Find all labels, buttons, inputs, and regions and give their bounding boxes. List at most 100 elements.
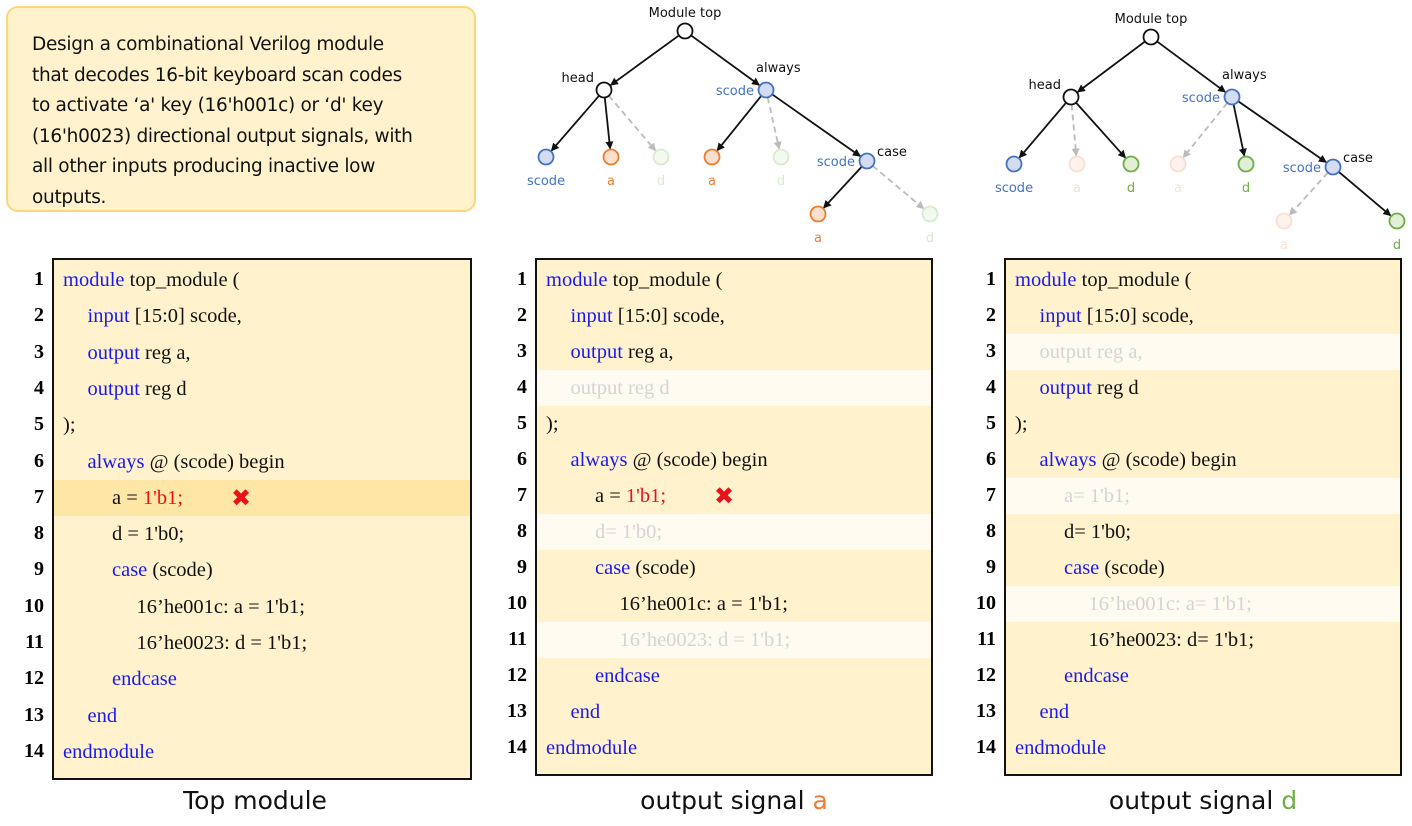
caption-text: Top module [183,786,327,815]
tree-node-head [1062,88,1080,106]
code-keyword: endcase [112,668,177,691]
code-line-pruned: output reg a, [1006,334,1400,370]
tree-edge [603,97,614,150]
line-number: 11 [508,628,527,650]
code-text: [15:0] scode, [612,305,725,327]
code-text: d = 1'b0; [112,523,185,546]
tree-edge [1156,40,1226,93]
tree-case-scode-label: scode [1283,161,1321,176]
line-number: 6 [986,448,996,470]
tree-leaf-label: d [777,174,785,189]
tree-leaf-scode [537,148,555,166]
tree-root-label: Module top [649,6,722,21]
code-text: d= 1'b0; [595,521,663,543]
code-line-highlighted: a = 1'b1;✖ [54,479,470,517]
prompt-line: Design a combinational Verilog module [32,34,384,55]
tree-node-head [595,81,613,99]
code-keyword: input [570,305,613,327]
code-line: output reg a, [54,335,470,371]
prompt-line: to activate ‘a' key (16'h001c) or ‘d' ke… [32,95,384,116]
line-number: 13 [507,700,527,722]
code-text: top_module ( [124,269,240,291]
code-line: always @ (scode) begin [1006,442,1400,478]
line-number: 1 [986,268,996,290]
code-text: d= 1'b0; [1064,521,1132,543]
code-line-pruned: a= 1'b1; [1006,478,1400,514]
line-number: 4 [34,376,44,399]
code-keyword: endmodule [1015,737,1107,759]
line-number: 14 [507,736,527,758]
line-number: 4 [517,376,527,398]
code-line-pruned: d= 1'b0; [537,514,931,550]
line-number: 8 [517,520,527,542]
tree-leaf-label: scode [527,174,565,189]
tree-edge [1018,102,1067,159]
tree-node-case [1324,158,1342,176]
code-text: 16’he0023: d= 1'b1; [1088,629,1255,651]
tree-edge [1232,104,1247,157]
prompt-line: (16'h0023) directional output signals, w… [32,125,413,147]
code-line: endcase [1006,658,1400,694]
code-keyword: output [570,341,623,363]
line-number: 14 [24,739,44,762]
tree-leaf-d [1388,212,1406,230]
tree-case-label: case [877,145,907,160]
line-number: 4 [986,376,996,398]
code-text: a = [112,486,143,509]
tree-node-root [1142,28,1160,46]
prompt-line: all other inputs producing inactive low [32,156,376,177]
tree-leaf-a [703,148,721,166]
tree-edge [1075,101,1126,159]
tree-edge [716,95,762,152]
code-text: reg d [1091,377,1139,399]
tree-leaf-a [809,205,827,223]
tree-case-scode-label: scode [817,155,855,170]
tree-leaf-d [1237,155,1255,173]
line-number: 3 [986,340,996,362]
code-line: d= 1'b0; [1006,514,1400,550]
tree-leaf-label: scode [995,181,1033,196]
code-keyword: input [87,305,130,328]
caption-signal-name: d [1281,786,1298,815]
code-line: output reg d [1006,370,1400,406]
tree-leaf-d [772,148,790,166]
error-cross-icon: ✖ [714,482,735,510]
line-number: 12 [976,664,996,686]
line-number: 3 [34,340,44,363]
line-number: 5 [986,412,996,434]
tree-head-label: head [1029,78,1061,93]
code-text: 16’he0023: d = 1'b1; [136,632,308,654]
tree-always-label: always [1222,68,1267,83]
code-keyword: module [63,269,125,291]
code-line: endmodule [54,734,470,770]
caption-signal-d: output signal d [1003,786,1403,815]
tree-edge [690,34,760,86]
tree-leaf-label: d [1393,238,1401,253]
line-number: 9 [986,556,996,578]
code-line: end [54,698,470,734]
code-box: module top_module (input [15:0] scode,ou… [535,258,933,776]
code-keyword: always [1039,449,1097,471]
code-text: (scode) [147,559,213,582]
code-line: input [15:0] scode, [1006,298,1400,334]
code-keyword: case [1064,557,1100,579]
tree-edge-pruned [1182,102,1228,159]
caption-signal-a: output signal a [534,786,934,815]
code-keyword: input [1039,305,1082,327]
line-number: 12 [24,667,44,690]
line-number: 3 [517,340,527,362]
code-line: endmodule [1006,730,1400,766]
code-box: module top_module (input [15:0] scode,ou… [52,258,472,781]
tree-edge-pruned [608,95,657,152]
line-number: 10 [24,594,44,617]
tree-always-label: always [756,61,801,76]
code-line: input [15:0] scode, [537,298,931,334]
code-text: (scode) [1099,557,1165,579]
line-number: 7 [34,485,44,508]
tree-leaf-label: a [1280,238,1288,253]
line-number: 8 [34,522,44,545]
line-number: 9 [517,556,527,578]
code-line: ); [1006,406,1400,442]
